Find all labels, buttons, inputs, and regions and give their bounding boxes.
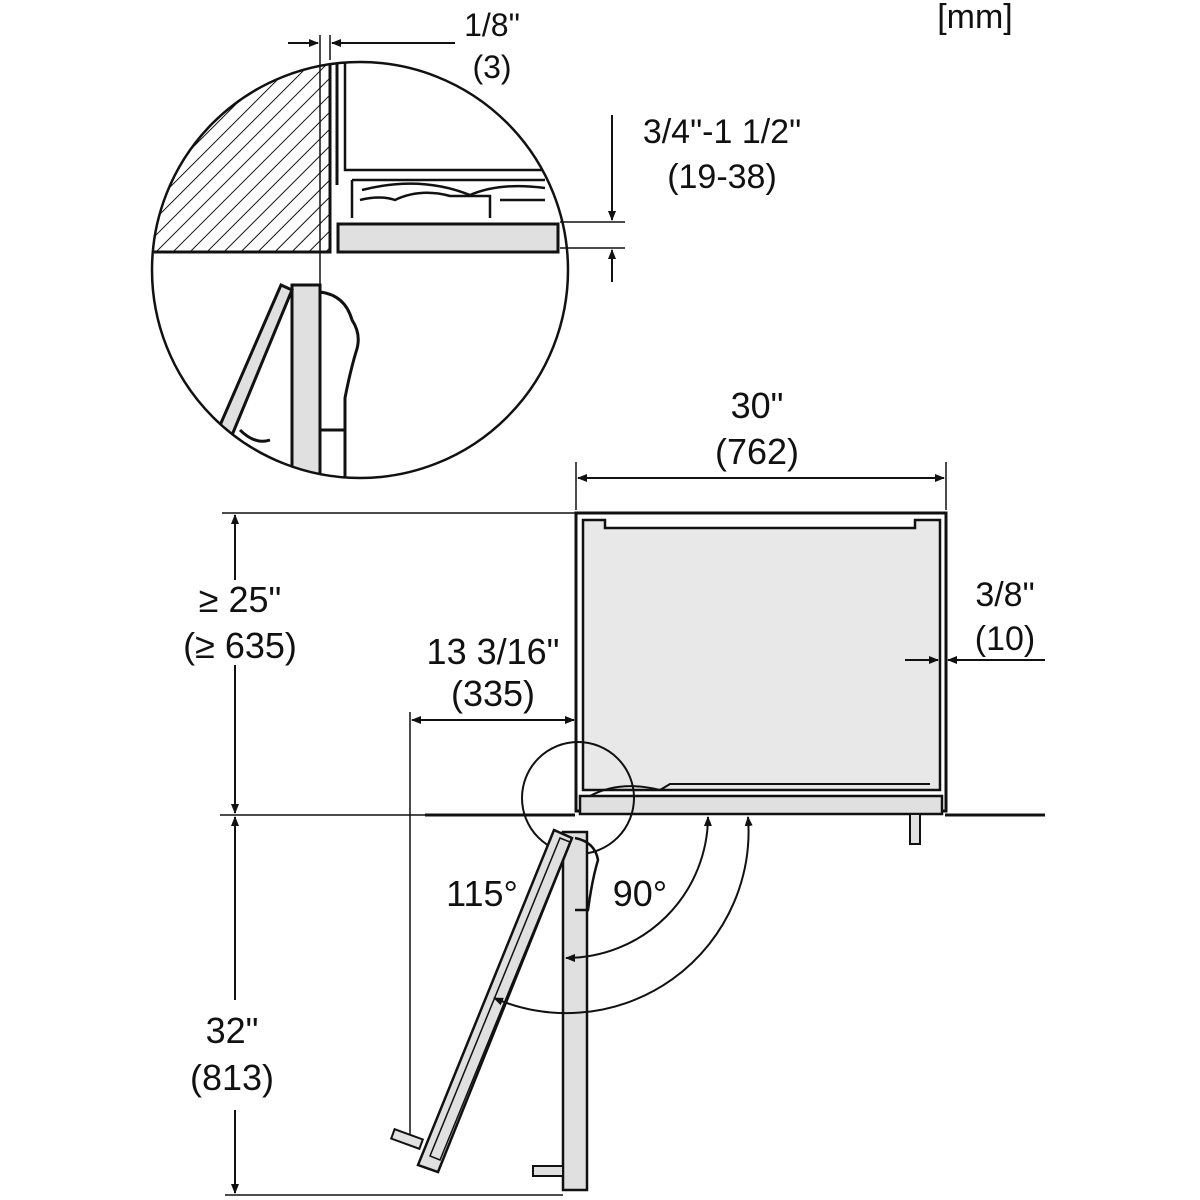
door-swing-imperial: 32" xyxy=(206,1010,259,1051)
units-note: [mm] xyxy=(937,0,1013,36)
detail-circle xyxy=(150,35,570,480)
gap-bottom-imperial: 3/4"-1 1/2" xyxy=(643,113,801,151)
appliance-body xyxy=(574,511,948,845)
detail-door xyxy=(290,283,322,478)
hinge-offset-imperial: 13 3/16" xyxy=(427,631,560,672)
side-offset-metric: (10) xyxy=(975,620,1035,658)
side-offset-imperial: 3/8" xyxy=(975,576,1034,614)
dim-side-offset: 3/8" (10) xyxy=(905,576,1045,664)
base-plate xyxy=(336,222,560,254)
gap-side-metric: (3) xyxy=(472,49,511,85)
dim-gap-side: 1/8" (3) xyxy=(288,7,520,85)
detail-door-open xyxy=(216,283,294,443)
dim-depth: ≥ 25" (≥ 635) xyxy=(183,512,576,814)
angle-90: 90° xyxy=(613,873,667,914)
gap-side-imperial: 1/8" xyxy=(464,7,520,43)
dim-width: 30" (762) xyxy=(575,385,947,510)
width-metric: (762) xyxy=(715,431,799,472)
depth-metric: (≥ 635) xyxy=(183,625,297,666)
cabinet-hatch xyxy=(152,62,330,252)
dim-door-swing: 32" (813) xyxy=(190,816,563,1196)
angle-arcs: 115° 90° xyxy=(446,816,753,1015)
width-imperial: 30" xyxy=(731,385,784,426)
dim-gap-bottom: 3/4"-1 1/2" (19-38) xyxy=(560,113,801,282)
gap-bottom-metric: (19-38) xyxy=(667,158,777,196)
depth-imperial: ≥ 25" xyxy=(199,579,282,620)
angle-115: 115° xyxy=(446,873,518,914)
door-swing-metric: (813) xyxy=(190,1057,274,1098)
dim-hinge-offset: 13 3/16" (335) xyxy=(409,631,575,1135)
hinge-offset-metric: (335) xyxy=(451,673,535,714)
